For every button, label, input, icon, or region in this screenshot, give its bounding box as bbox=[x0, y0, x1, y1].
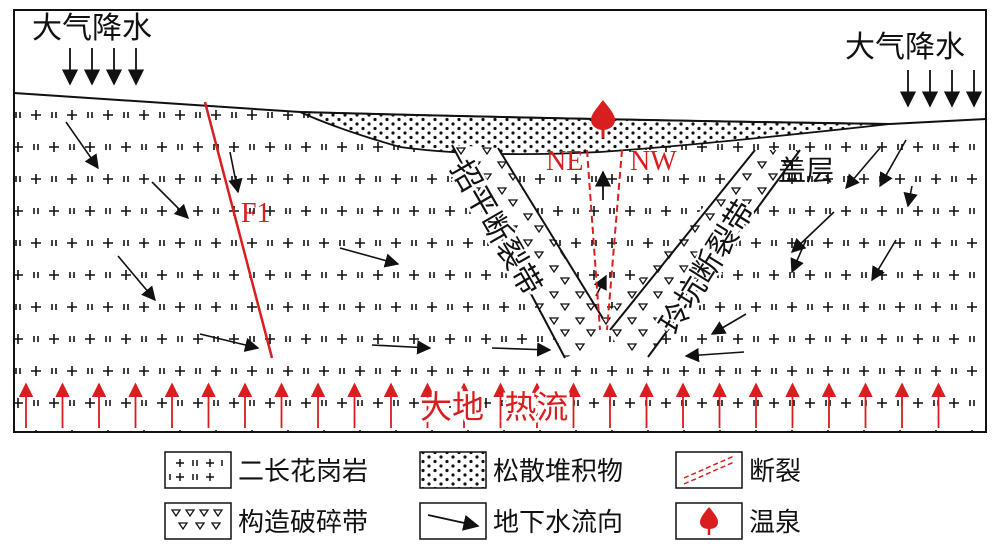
legend-flow: 地下水流向 bbox=[419, 502, 623, 540]
legend-granite-swatch bbox=[164, 451, 232, 489]
groundwater-flow-arrow bbox=[710, 313, 747, 335]
legend-breccia: 构造破碎带 bbox=[164, 502, 368, 540]
legend-spring-label: 温泉 bbox=[749, 508, 801, 538]
heat-flow-arrows bbox=[18, 382, 946, 428]
fault-f1-line bbox=[203, 101, 274, 359]
lingkang-fault-walls bbox=[609, 149, 801, 358]
lingkang-breccia-fill bbox=[600, 150, 800, 355]
legend-sediment: 松散堆积物 bbox=[419, 451, 623, 489]
legend-granite: 二长花岗岩 bbox=[164, 451, 368, 489]
groundwater-flow-arrow bbox=[117, 255, 156, 302]
zhaoping-fault-walls bbox=[451, 144, 611, 359]
nw-dashed-fault bbox=[606, 149, 623, 331]
groundwater-flow-arrow bbox=[491, 342, 552, 357]
groundwater-flow-arrow bbox=[845, 147, 881, 190]
groundwater-flow-arrow bbox=[151, 181, 190, 220]
cap-layer-label: 盖层 bbox=[778, 154, 834, 187]
groundwater-flow-arrow bbox=[199, 333, 260, 352]
groundwater-flow-arrow bbox=[371, 340, 432, 355]
groundwater-flow-arrow bbox=[684, 347, 745, 363]
legend-breccia-label: 构造破碎带 bbox=[238, 508, 368, 538]
hot-spring-icon bbox=[591, 100, 615, 138]
legend-breccia-swatch bbox=[164, 502, 232, 540]
heat-flow-label: 大地 热流 bbox=[420, 388, 568, 426]
groundwater-flow-arrow bbox=[339, 247, 400, 268]
fault-f1-label: F1 bbox=[241, 198, 271, 229]
nw-label: NW bbox=[630, 146, 677, 177]
legend-sediment-label: 松散堆积物 bbox=[493, 457, 623, 487]
legend-fault: 断裂 bbox=[675, 451, 801, 489]
ne-dashed-fault bbox=[586, 149, 601, 331]
legend-hot-spring-icon bbox=[700, 507, 718, 535]
precip-left-label: 大气降水 bbox=[32, 11, 152, 46]
groundwater-flow-arrow bbox=[903, 185, 918, 208]
legend: 二长花岗岩 松散堆积物 断裂 构造破碎带 bbox=[164, 451, 801, 540]
precip-arrows-right bbox=[899, 70, 983, 108]
ne-label: NE bbox=[546, 146, 583, 177]
precip-right-label: 大气降水 bbox=[845, 30, 965, 65]
groundwater-flow-arrow bbox=[65, 121, 99, 170]
groundwater-flow-arrow bbox=[790, 239, 807, 274]
groundwater-flow-arrows bbox=[65, 121, 918, 363]
groundwater-flow-arrow bbox=[871, 239, 897, 282]
zhaoping-breccia-fill bbox=[452, 145, 610, 358]
legend-fault-label: 断裂 bbox=[749, 457, 801, 487]
groundwater-flow-arrow bbox=[879, 139, 907, 188]
legend-spring: 温泉 bbox=[675, 502, 801, 540]
legend-sediment-swatch bbox=[419, 451, 487, 489]
precip-arrows-left bbox=[61, 48, 145, 86]
groundwater-flow-arrow bbox=[228, 151, 243, 194]
legend-granite-label: 二长花岗岩 bbox=[238, 457, 368, 487]
legend-flow-label: 地下水流向 bbox=[493, 508, 623, 538]
groundwater-flow-arrow bbox=[790, 211, 835, 253]
